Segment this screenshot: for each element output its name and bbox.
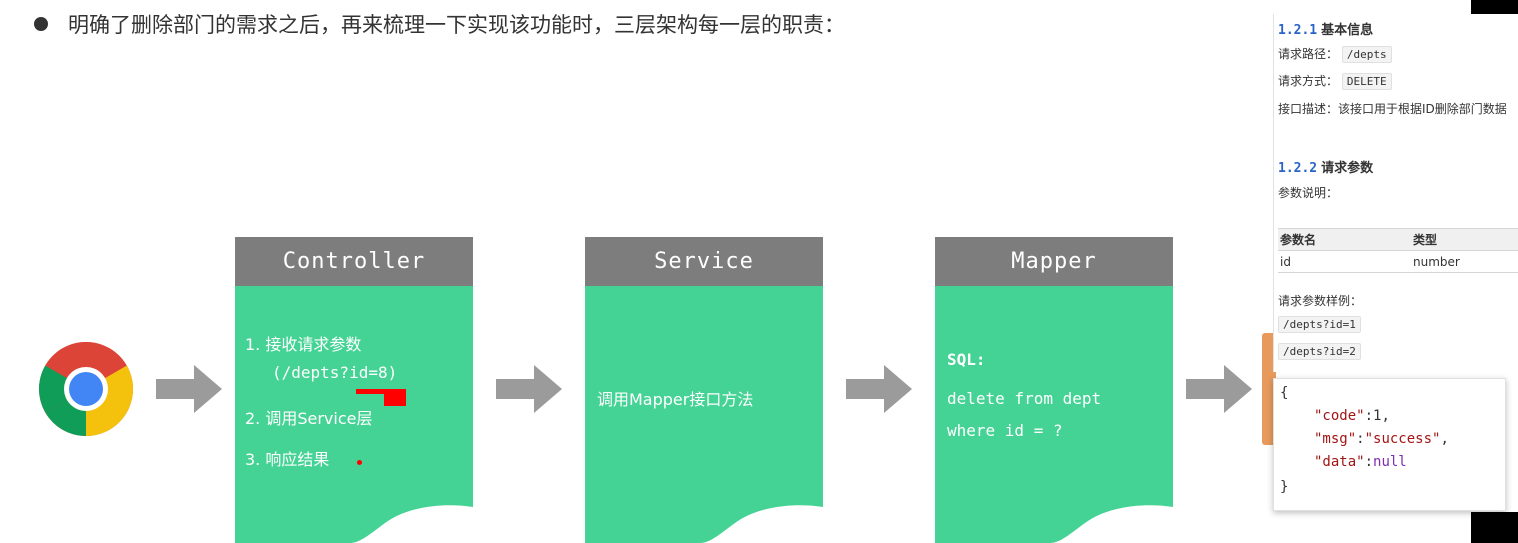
doc-basic-number: 1.2.1 xyxy=(1278,23,1318,38)
service-body: 调用Mapper接口方法 xyxy=(585,286,823,543)
param-name-cell: id xyxy=(1278,250,1411,273)
arrow-right-icon xyxy=(156,365,222,413)
doc-sample-1-row: /depts?id=1 xyxy=(1278,316,1361,333)
json-data-line: "data":null xyxy=(1314,454,1407,470)
doc-sample-2-row: /depts?id=2 xyxy=(1278,343,1361,360)
controller-title: Controller xyxy=(235,237,473,286)
doc-sample-1: /depts?id=1 xyxy=(1278,316,1361,333)
json-close-brace: } xyxy=(1280,479,1289,495)
doc-method-label: 请求方式： xyxy=(1278,74,1339,88)
json-code-key: "code" xyxy=(1314,408,1365,424)
param-col-name: 参数名 xyxy=(1278,228,1411,251)
doc-desc-value: 该接口用于根据ID删除部门数据 xyxy=(1338,102,1507,116)
json-code-value: 1 xyxy=(1373,408,1382,424)
doc-params-desc: 参数说明： xyxy=(1278,186,1339,200)
doc-desc-label: 接口描述： xyxy=(1278,102,1339,116)
background-card xyxy=(1262,333,1276,445)
json-msg-key: "msg" xyxy=(1314,431,1357,447)
response-json-panel: { "code":1, "msg":"success", "data":null… xyxy=(1273,378,1506,511)
service-layer: Service 调用Mapper接口方法 xyxy=(585,237,823,543)
controller-step-1: 1. 接收请求参数 xyxy=(245,335,362,354)
arrow-right-icon xyxy=(496,365,562,413)
chrome-icon xyxy=(39,342,133,436)
mapper-body: SQL: delete from dept where id = ? xyxy=(935,286,1173,543)
doc-sample-label: 请求参数样例： xyxy=(1278,294,1363,308)
controller-step-2: 2. 调用Service层 xyxy=(245,409,373,428)
doc-params-title: 请求参数 xyxy=(1321,161,1374,176)
doc-path-value: /depts xyxy=(1341,46,1392,63)
doc-desc-row: 接口描述：该接口用于根据ID删除部门数据 xyxy=(1278,100,1507,117)
param-col-type: 类型 xyxy=(1411,228,1518,251)
arrow-right-icon xyxy=(846,365,912,413)
service-text: 调用Mapper接口方法 xyxy=(597,390,754,409)
controller-step-1-detail: (/depts?id=8) xyxy=(272,363,398,382)
mapper-sql-line-2: where id = ? xyxy=(947,421,1063,440)
controller-layer: Controller 1. 接收请求参数 (/depts?id=8) 2. 调用… xyxy=(235,237,473,543)
service-title: Service xyxy=(585,237,823,286)
headline: 明确了删除部门的需求之后，再来梳理一下实现该功能时，三层架构每一层的职责： xyxy=(34,8,845,40)
json-data-value: null xyxy=(1373,454,1407,470)
highlight-underline xyxy=(356,389,406,394)
doc-method-value: DELETE xyxy=(1341,73,1392,90)
bullet-icon xyxy=(34,17,48,31)
param-table: 参数名 类型 id number xyxy=(1278,228,1518,273)
param-table-header: 参数名 类型 xyxy=(1278,228,1518,251)
doc-basic-title: 基本信息 xyxy=(1321,23,1374,38)
doc-sample-2: /depts?id=2 xyxy=(1278,343,1361,360)
doc-method-row: 请求方式： DELETE xyxy=(1278,72,1392,90)
json-open-brace: { xyxy=(1280,385,1289,401)
headline-text: 明确了删除部门的需求之后，再来梳理一下实现该功能时，三层架构每一层的职责： xyxy=(68,13,845,37)
arrow-right-icon xyxy=(1186,365,1252,413)
screen-edge-top xyxy=(1471,0,1518,14)
mapper-layer: Mapper SQL: delete from dept where id = … xyxy=(935,237,1173,543)
mapper-sql-line-1: delete from dept xyxy=(947,389,1102,408)
screen-edge-bottom xyxy=(1471,512,1518,543)
doc-path-label: 请求路径： xyxy=(1278,47,1339,61)
param-type-cell: number xyxy=(1411,250,1518,273)
json-code-line: "code":1, xyxy=(1314,408,1390,424)
highlight-block xyxy=(384,389,406,406)
table-row: id number xyxy=(1278,250,1518,273)
controller-body: 1. 接收请求参数 (/depts?id=8) 2. 调用Service层 3.… xyxy=(235,286,473,543)
json-msg-line: "msg":"success", xyxy=(1314,431,1449,447)
json-data-key: "data" xyxy=(1314,454,1365,470)
mapper-title: Mapper xyxy=(935,237,1173,286)
controller-step-3: 3. 响应结果 xyxy=(245,450,330,469)
json-msg-value: "success" xyxy=(1364,431,1441,447)
mapper-sql-label: SQL: xyxy=(947,350,986,369)
doc-params-number: 1.2.2 xyxy=(1278,161,1318,176)
doc-path-row: 请求路径： /depts xyxy=(1278,45,1392,63)
highlight-dot xyxy=(357,460,362,465)
